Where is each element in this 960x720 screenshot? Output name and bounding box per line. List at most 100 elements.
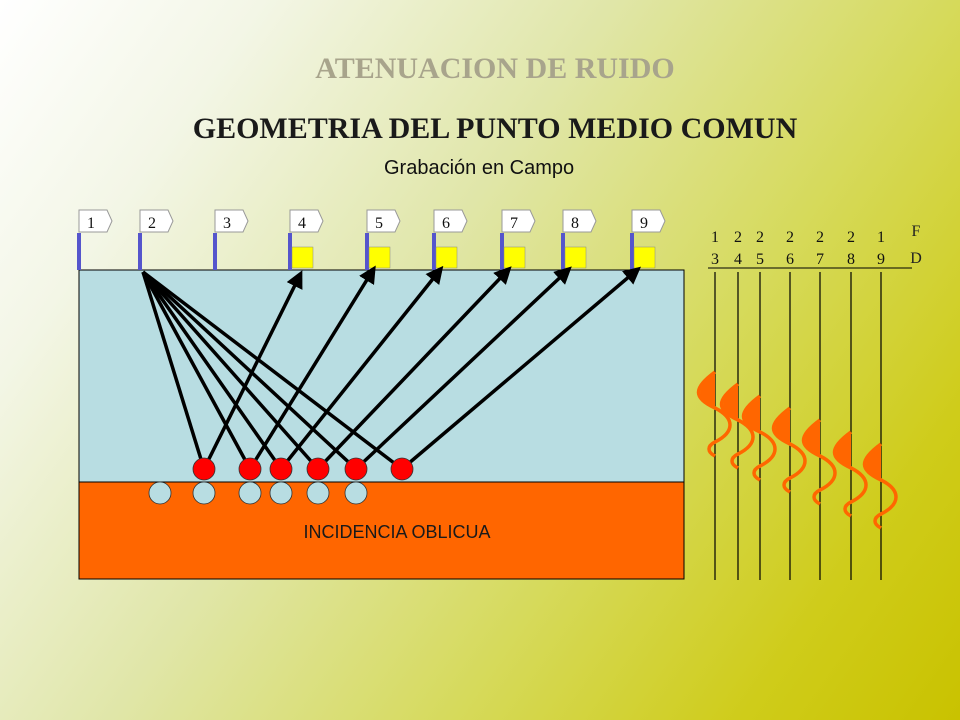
trace-bottom-label: 3: [711, 251, 719, 268]
station-label: 4: [298, 215, 306, 232]
flag-shape: [139, 209, 174, 233]
wavelet-fill: [836, 434, 851, 468]
wavelet: [801, 418, 837, 506]
trace-top-label: 2: [734, 229, 742, 246]
diagram-subtitle: GEOMETRIA DEL PUNTO MEDIO COMUN: [192, 112, 798, 145]
station-flag-9: 9: [630, 209, 666, 270]
trace-bottom-label: 7: [816, 251, 824, 268]
trace-2: 24: [719, 229, 755, 580]
flag-pole: [432, 233, 436, 270]
midpoint: [306, 481, 330, 505]
reflection-points: [148, 457, 414, 505]
flag-shape: [501, 209, 536, 233]
reflection-point: [390, 457, 414, 481]
reflection-point: [344, 457, 368, 481]
flag-pole: [138, 233, 142, 270]
trace-bottom-label: 6: [786, 251, 794, 268]
station-flag-3: 3: [213, 209, 249, 270]
ray-paths: [141, 265, 642, 471]
wavelet: [832, 430, 868, 518]
station-label: 6: [442, 215, 450, 232]
trace-bottom-label: 5: [756, 251, 764, 268]
midpoint: [192, 481, 216, 505]
trace-bottom-label: 4: [734, 251, 742, 268]
receiver-8: [564, 246, 587, 269]
incident-ray: [141, 270, 320, 471]
wavelet: [719, 382, 755, 470]
receivers: [291, 246, 656, 269]
flag-pole: [288, 233, 292, 270]
wavelet: [862, 442, 898, 530]
trace-top-label: 2: [756, 229, 764, 246]
reflected-ray: [316, 266, 512, 471]
reflected-ray: [248, 265, 376, 470]
flag-pole: [500, 233, 504, 270]
incident-ray: [141, 270, 283, 471]
wavelet-fill: [745, 398, 760, 432]
flag-pole: [561, 233, 565, 270]
station-flag-2: 2: [138, 209, 174, 270]
wavelet-fill: [775, 410, 790, 444]
flag-shape: [289, 209, 324, 233]
flag-shape: [562, 209, 597, 233]
trace-5: 27: [801, 229, 837, 580]
midpoint: [344, 481, 368, 505]
station-label: 9: [640, 215, 648, 232]
wavelet-fill: [866, 446, 881, 480]
station-label: 8: [571, 215, 579, 232]
wavelet-fill: [700, 374, 715, 408]
receiver-4: [291, 246, 314, 269]
receiver-9: [633, 246, 656, 269]
lower-layer: [78, 481, 685, 580]
incident-ray: [141, 271, 206, 470]
station-flag-6: 6: [432, 209, 468, 270]
flag-shape: [631, 209, 666, 233]
main-title: ATENUACION DE RUIDO: [315, 52, 675, 85]
flag-pole: [365, 233, 369, 270]
midpoint: [269, 481, 293, 505]
station-label: 2: [148, 215, 156, 232]
station-label: 5: [375, 215, 383, 232]
trace-top-label: 1: [877, 229, 885, 246]
trace-4: 26: [771, 229, 807, 580]
flag-shape: [214, 209, 249, 233]
wavelet-fill: [723, 386, 738, 420]
wavelet-fill: [805, 422, 820, 456]
midpoint: [148, 481, 172, 505]
caption: Grabación en Campo: [384, 157, 575, 179]
flag-shape: [433, 209, 468, 233]
incident-ray: [141, 271, 252, 470]
trace-top-label: 2: [816, 229, 824, 246]
station-flag-4: 4: [288, 209, 324, 270]
receiver-6: [435, 246, 458, 269]
receiver-5: [368, 246, 391, 269]
reflected-ray: [279, 265, 444, 471]
reflected-ray: [400, 266, 642, 471]
station-flag-5: 5: [365, 209, 401, 270]
incident-ray: [141, 270, 404, 471]
reflection-point: [192, 457, 216, 481]
trace-bottom-label: 8: [847, 251, 855, 268]
trace-6: 28: [832, 229, 868, 580]
trace-top-label: 2: [786, 229, 794, 246]
trace-7: 19: [862, 229, 898, 580]
wavelet: [771, 406, 807, 494]
midpoint: [238, 481, 262, 505]
flag-shape: [78, 209, 113, 233]
reflection-point: [306, 457, 330, 481]
trace-3: 25: [741, 229, 777, 580]
receiver-7: [503, 246, 526, 269]
trace-1: 13: [696, 229, 732, 580]
layer-label: INCIDENCIA OBLICUA: [303, 522, 490, 542]
fd-label-top: F: [912, 223, 921, 240]
station-flag-1: 1: [77, 209, 113, 270]
wavelet: [696, 370, 732, 458]
wavelet: [741, 394, 777, 482]
trace-bottom-label: 9: [877, 251, 885, 268]
flag-shape: [366, 209, 401, 233]
station-label: 3: [223, 215, 231, 232]
flag-pole: [77, 233, 81, 270]
